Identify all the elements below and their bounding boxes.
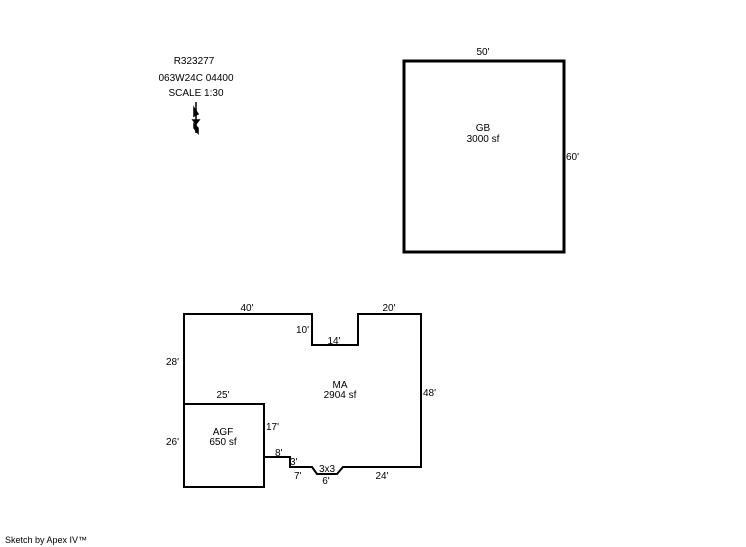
- ma-area: 2904 sf: [324, 390, 357, 401]
- garage-building: 50' 60' GB 3000 sf: [402, 47, 579, 254]
- garage-area: 3000 sf: [467, 134, 500, 145]
- dim-agf-side: 17': [266, 422, 279, 433]
- dim-step-a: 7': [294, 471, 302, 482]
- dim-bay-front: 6': [322, 476, 330, 487]
- dim-notch-depth: 10': [296, 325, 309, 336]
- dim-right: 48': [423, 388, 436, 399]
- dim-step-c: 8': [275, 448, 283, 459]
- agf-left-label: 26': [166, 437, 179, 448]
- agf-top-label: 25': [216, 390, 229, 401]
- dim-top-right: 20': [382, 303, 395, 314]
- dim-left-upper: 28': [166, 357, 179, 368]
- garage-code: GB: [476, 123, 491, 134]
- dim-top-left: 40': [240, 303, 253, 314]
- parcel-id: R323277: [174, 56, 215, 67]
- dim-notch-width: 14': [327, 336, 340, 347]
- scale-label: SCALE 1:30: [168, 88, 223, 99]
- garage-width-label: 50': [476, 47, 489, 58]
- dim-step-b: 3': [290, 457, 298, 468]
- garage-depth-label: 60': [566, 152, 579, 163]
- ma-code: MA: [333, 380, 348, 391]
- agf-code: AGF: [213, 427, 234, 438]
- main-area-outline: [183, 313, 422, 488]
- agf-area: 650 sf: [209, 437, 236, 448]
- map-ref: 063W24C 04400: [158, 73, 233, 84]
- north-arrow-icon: [191, 102, 201, 136]
- agf-outline: [183, 403, 265, 488]
- footer-credit: Sketch by Apex IV™: [5, 535, 88, 545]
- dim-bay-size: 3x3: [319, 464, 336, 475]
- dim-bottom-right: 24': [375, 471, 388, 482]
